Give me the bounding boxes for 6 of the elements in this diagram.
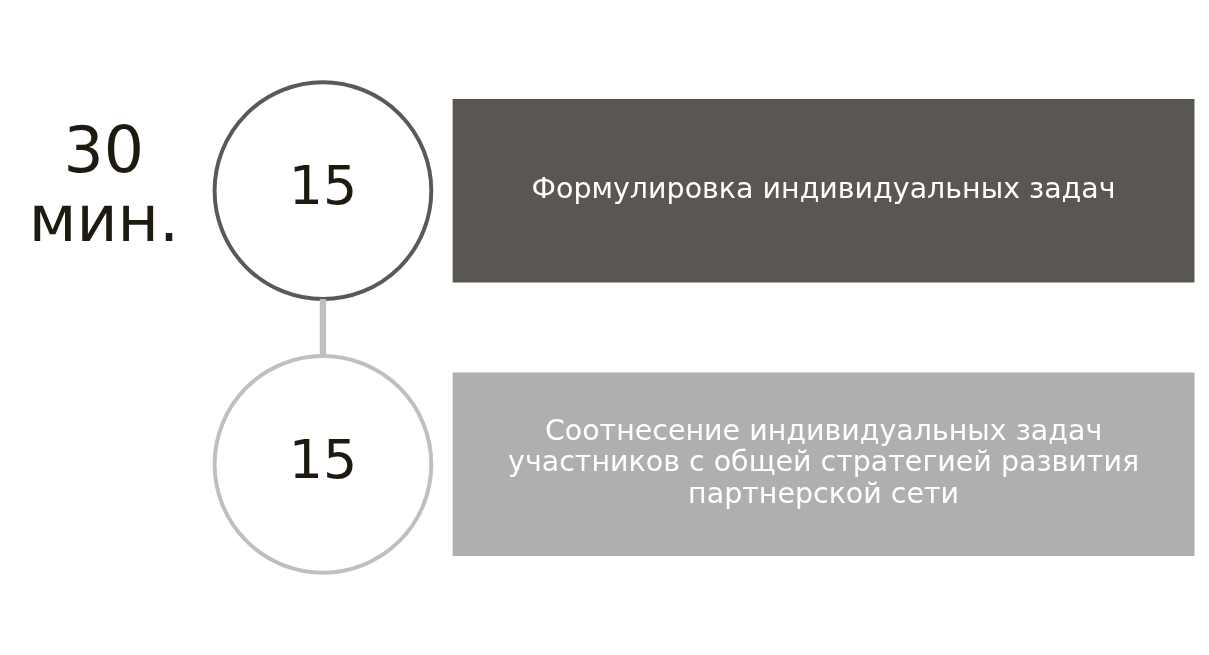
connector — [319, 299, 327, 356]
node-circle: 15 — [212, 354, 434, 575]
node-box: Соотнесение индивидуальных задач участников с общей стратегией развития партнерской сети — [452, 372, 1195, 557]
node-box: Формулировка индивидуальных задач — [452, 98, 1195, 283]
node-circle: 15 — [212, 80, 434, 301]
label: 30 мин. — [28, 112, 180, 257]
